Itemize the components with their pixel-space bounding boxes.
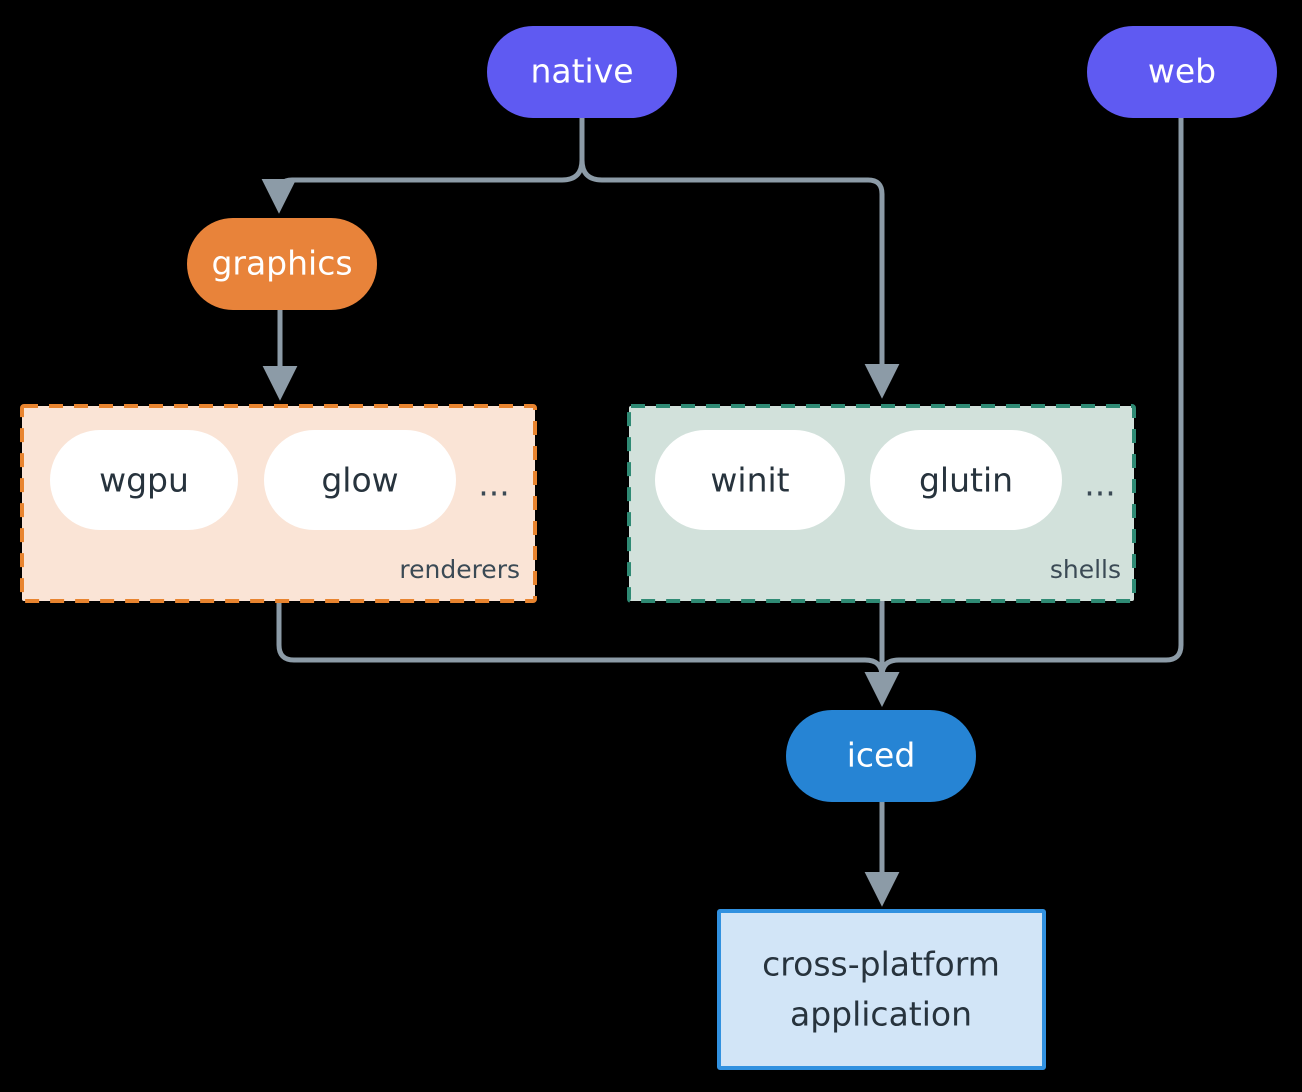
node-web-shape: [1087, 26, 1277, 118]
edge-native-to-shells: [579, 157, 900, 399]
node-web-label: web: [1148, 52, 1216, 91]
edge-renderers-to-iced: [276, 598, 900, 707]
group-shells-member-winit[interactable]: winit: [655, 430, 845, 530]
renderers-ellipsis-label: ...: [478, 465, 509, 504]
group-renderers-caption: renderers: [399, 555, 520, 584]
pill-glow-label: glow: [321, 461, 398, 500]
group-shells-caption: shells: [1050, 555, 1121, 584]
group-shells[interactable]: winit glutin ... shells: [627, 404, 1136, 603]
pill-glow: [264, 430, 456, 530]
node-iced-label: iced: [847, 736, 916, 775]
node-native-shape: [487, 26, 677, 118]
group-renderers-member-glow[interactable]: glow: [264, 430, 456, 530]
node-graphics[interactable]: graphics: [187, 218, 377, 310]
pill-glutin-label: glutin: [919, 461, 1013, 500]
node-iced-shape: [786, 710, 976, 802]
pill-wgpu: [50, 430, 238, 530]
node-application-label-line2: application: [790, 995, 972, 1034]
node-application-label-line1: cross-platform: [762, 945, 1000, 984]
group-renderers-member-wgpu[interactable]: wgpu: [50, 430, 238, 530]
node-native-label: native: [530, 52, 633, 91]
node-application-shape: [717, 909, 1046, 1070]
node-iced[interactable]: iced: [786, 710, 976, 802]
node-web[interactable]: web: [1087, 26, 1277, 118]
edge-native-to-graphics: [261, 157, 585, 214]
edge-web-to-iced: [864, 115, 1184, 707]
node-native[interactable]: native: [487, 26, 677, 118]
group-renderers[interactable]: wgpu glow ... renderers: [20, 404, 537, 603]
node-graphics-shape: [187, 218, 377, 310]
edge-layer: [261, 115, 1184, 907]
pill-winit-label: winit: [710, 461, 789, 500]
node-graphics-label: graphics: [211, 244, 352, 283]
pill-glutin: [870, 430, 1062, 530]
pill-winit: [655, 430, 845, 530]
pill-wgpu-label: wgpu: [99, 461, 189, 500]
group-shells-member-glutin[interactable]: glutin: [870, 430, 1062, 530]
shells-ellipsis-label: ...: [1084, 465, 1115, 504]
node-application[interactable]: cross-platform application: [717, 909, 1046, 1070]
